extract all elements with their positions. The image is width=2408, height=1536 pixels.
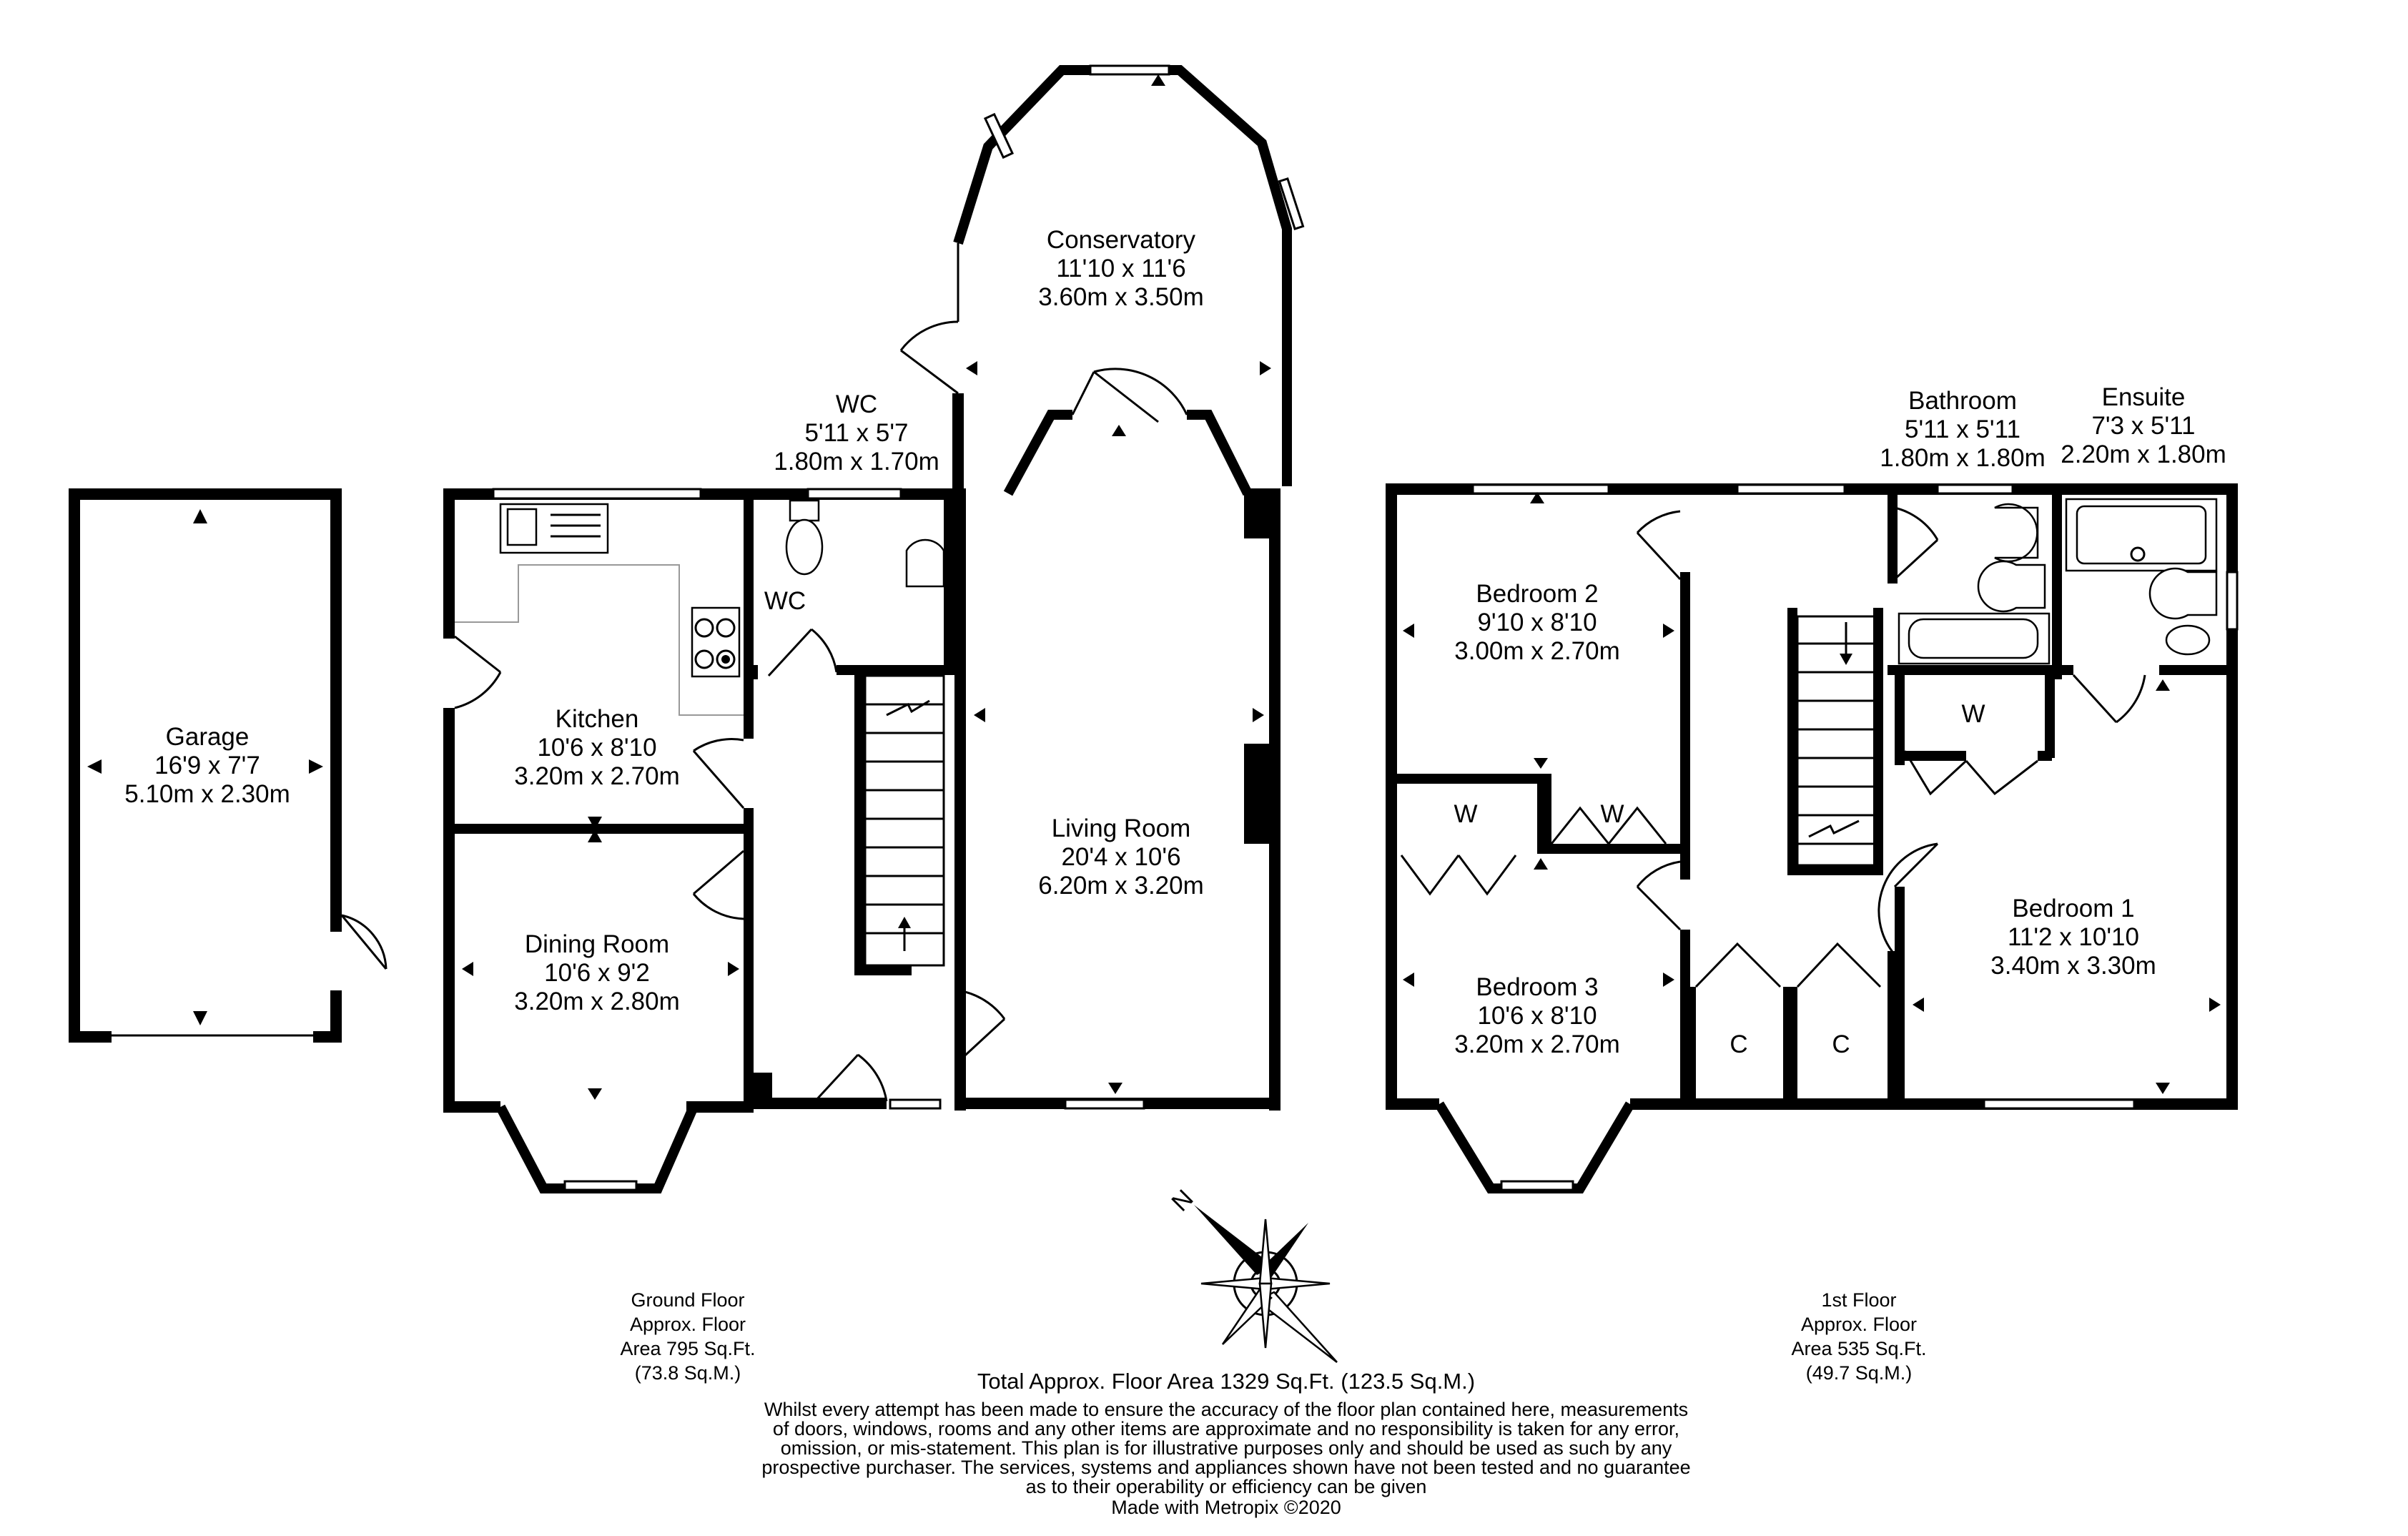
first-floor-arrows bbox=[1403, 492, 2221, 1094]
room-name: Dining Room bbox=[525, 930, 669, 958]
room-name: Bedroom 1 bbox=[2012, 895, 2134, 922]
note-line: Approx. Floor bbox=[1801, 1314, 1917, 1335]
room-dimension-metric: 3.20m x 2.70m bbox=[514, 762, 680, 790]
room-name: Ensuite bbox=[2102, 383, 2186, 411]
wardrobe-label: W bbox=[1961, 700, 1985, 728]
wardrobe-label: W bbox=[1600, 800, 1624, 828]
first-floor-area-note: 1st Floor Approx. Floor Area 535 Sq.Ft. … bbox=[1791, 1289, 1926, 1384]
note-line: 1st Floor bbox=[1821, 1289, 1896, 1311]
room-dimension-imperial: 5'11 x 5'11 bbox=[1905, 415, 2020, 443]
disclaimer-line: as to their operability or efficiency ca… bbox=[1026, 1476, 1427, 1497]
room-dimension-metric: 2.20m x 1.80m bbox=[2061, 440, 2226, 468]
wc-fixtures bbox=[767, 499, 945, 677]
ground-arrows bbox=[462, 708, 1264, 1100]
room-name: WC bbox=[836, 390, 877, 418]
room-dimension-imperial: 11'2 x 10'10 bbox=[2008, 923, 2139, 951]
credit-line: Made with Metropix ©2020 bbox=[1111, 1497, 1341, 1518]
room-dimension-metric: 1.80m x 1.70m bbox=[774, 448, 939, 476]
total-floor-area: Total Approx. Floor Area 1329 Sq.Ft. (12… bbox=[977, 1369, 1475, 1394]
room-dimension-imperial: 10'6 x 8'10 bbox=[1477, 1002, 1597, 1030]
note-line: (73.8 Sq.M.) bbox=[635, 1362, 741, 1384]
room-label-kitchen: Kitchen 10'6 x 8'10 3.20m x 2.70m bbox=[514, 705, 680, 790]
room-label-bathroom: Bathroom 5'11 x 5'11 1.80m x 1.80m bbox=[1880, 387, 2046, 472]
room-dimension-imperial: 10'6 x 8'10 bbox=[537, 734, 656, 762]
room-label-bedroom3: Bedroom 3 10'6 x 8'10 3.20m x 2.70m bbox=[1454, 973, 1620, 1058]
ground-floor-area-note: Ground Floor Approx. Floor Area 795 Sq.F… bbox=[620, 1289, 755, 1384]
room-dimension-metric: 3.60m x 3.50m bbox=[1038, 283, 1204, 311]
room-dimension-imperial: 9'10 x 8'10 bbox=[1477, 609, 1597, 636]
cupboard-label: C bbox=[1832, 1030, 1850, 1058]
room-dimension-imperial: 11'10 x 11'6 bbox=[1056, 255, 1185, 282]
first-floor-walls bbox=[1386, 483, 2239, 1193]
garage bbox=[69, 488, 388, 1043]
room-name: Bathroom bbox=[1908, 387, 2017, 415]
ground-floor-walls bbox=[443, 488, 1281, 1193]
first-floor-fixtures bbox=[1400, 498, 2218, 988]
room-label-bedroom2: Bedroom 2 9'10 x 8'10 3.00m x 2.70m bbox=[1454, 580, 1620, 665]
disclaimer-line: of doors, windows, rooms and any other i… bbox=[773, 1418, 1679, 1439]
note-line: (49.7 Sq.M.) bbox=[1806, 1362, 1913, 1384]
room-name: Living Room bbox=[1052, 814, 1191, 842]
disclaimer-line: Whilst every attempt has been made to en… bbox=[764, 1399, 1688, 1420]
room-label-conservatory: Conservatory 11'10 x 11'6 3.60m x 3.50m bbox=[1038, 226, 1204, 311]
note-line: Ground Floor bbox=[631, 1289, 744, 1311]
room-dimension-metric: 6.20m x 3.20m bbox=[1038, 872, 1204, 900]
room-dimension-metric: 1.80m x 1.80m bbox=[1880, 444, 2046, 472]
disclaimer: Whilst every attempt has been made to en… bbox=[761, 1399, 1690, 1518]
note-line: Area 795 Sq.Ft. bbox=[620, 1338, 755, 1359]
room-dimension-imperial: 16'9 x 7'7 bbox=[154, 752, 260, 779]
room-dimension-imperial: 20'4 x 10'6 bbox=[1061, 843, 1180, 871]
cupboard-label: C bbox=[1729, 1030, 1747, 1058]
room-dimension-imperial: 5'11 x 5'7 bbox=[804, 419, 908, 447]
ground-stairs bbox=[814, 674, 1006, 1103]
room-dimension-imperial: 10'6 x 9'2 bbox=[544, 959, 650, 987]
room-name: Bedroom 2 bbox=[1476, 580, 1598, 608]
storage-labels: W W W C C bbox=[1454, 700, 1985, 1058]
room-label-living: Living Room 20'4 x 10'6 6.20m x 3.20m bbox=[1038, 814, 1204, 900]
kitchen-fixtures bbox=[454, 503, 745, 920]
wardrobe-label: W bbox=[1454, 800, 1477, 828]
room-dimension-metric: 3.20m x 2.80m bbox=[514, 988, 680, 1015]
room-name: Garage bbox=[166, 723, 250, 751]
note-line: Approx. Floor bbox=[630, 1314, 746, 1335]
room-name: Bedroom 3 bbox=[1476, 973, 1598, 1001]
room-name: Conservatory bbox=[1047, 226, 1196, 254]
wc-inner-label: WC bbox=[764, 587, 806, 615]
room-label-ensuite: Ensuite 7'3 x 5'11 2.20m x 1.80m bbox=[2061, 383, 2226, 468]
room-dimension-metric: 3.20m x 2.70m bbox=[1454, 1030, 1620, 1058]
note-line: Area 535 Sq.Ft. bbox=[1791, 1338, 1926, 1359]
room-dimension-metric: 5.10m x 2.30m bbox=[124, 780, 290, 808]
disclaimer-line: omission, or mis-statement. This plan is… bbox=[781, 1437, 1672, 1459]
room-label-garage: Garage 16'9 x 7'7 5.10m x 2.30m bbox=[124, 723, 290, 808]
room-label-wc-ground: WC 5'11 x 5'7 1.80m x 1.70m WC bbox=[764, 390, 939, 615]
room-label-dining: Dining Room 10'6 x 9'2 3.20m x 2.80m bbox=[514, 930, 680, 1015]
disclaimer-line: prospective purchaser. The services, sys… bbox=[761, 1457, 1690, 1478]
room-name: Kitchen bbox=[556, 705, 639, 733]
compass-north-label: N bbox=[1166, 1184, 1198, 1216]
room-dimension-metric: 3.00m x 2.70m bbox=[1454, 637, 1620, 665]
room-label-bedroom1: Bedroom 1 11'2 x 10'10 3.40m x 3.30m bbox=[1990, 895, 2156, 980]
compass-rose-icon: N bbox=[1166, 1184, 1338, 1363]
room-dimension-imperial: 7'3 x 5'11 bbox=[2091, 412, 2195, 440]
room-dimension-metric: 3.40m x 3.30m bbox=[1990, 952, 2156, 980]
conservatory bbox=[899, 64, 1305, 496]
